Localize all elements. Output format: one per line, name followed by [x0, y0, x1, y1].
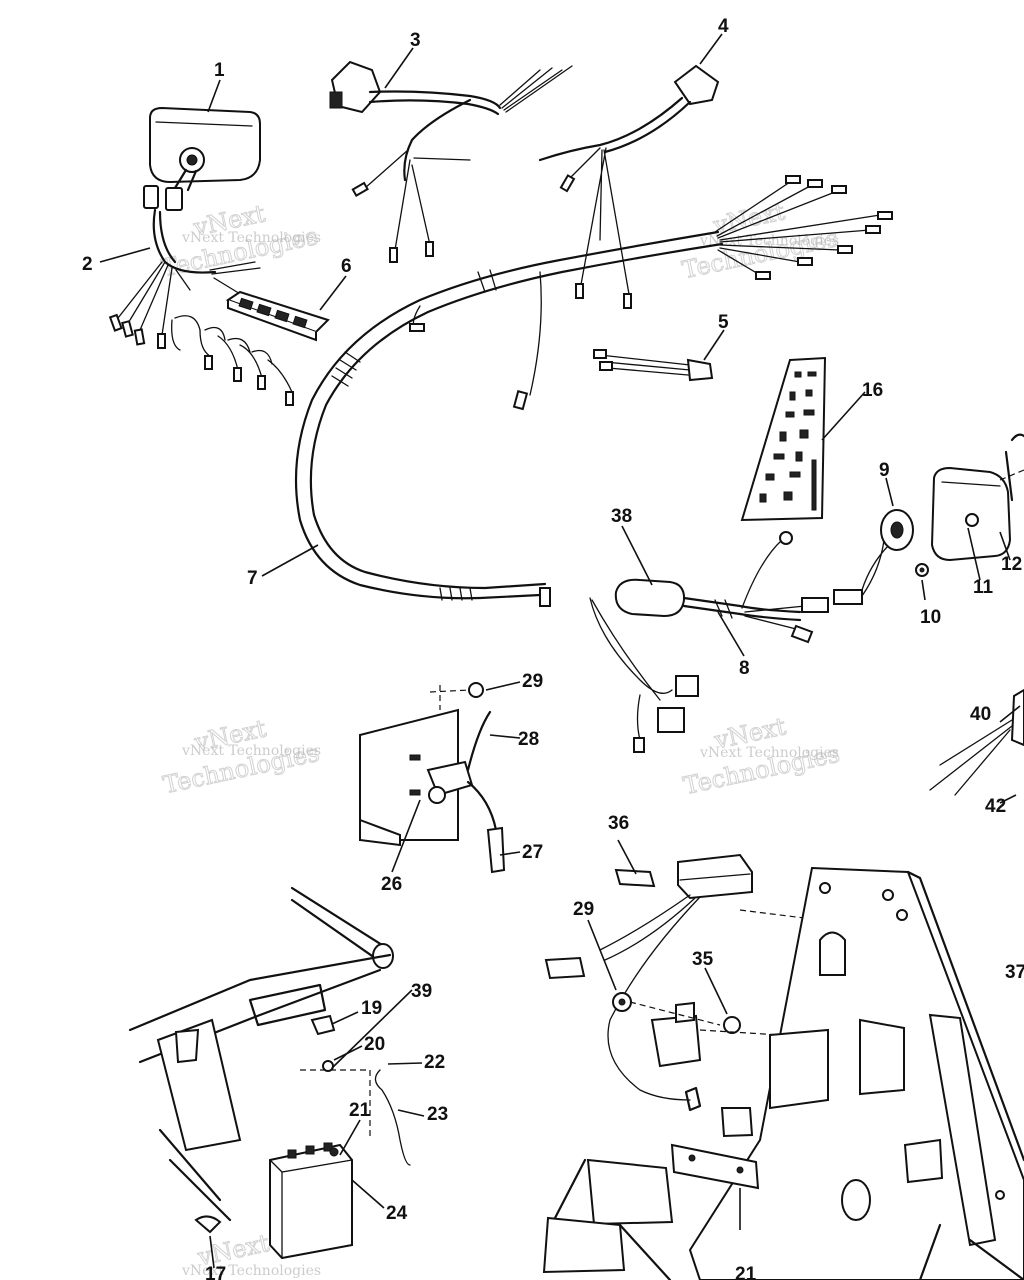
- callout-28: 28: [518, 729, 539, 750]
- callout-4: 4: [718, 16, 729, 37]
- callout-11: 11: [973, 577, 994, 598]
- watermark-small-5: vNext Technologies: [181, 1263, 321, 1279]
- callout-35: 35: [692, 949, 714, 970]
- callout-23: 23: [427, 1104, 448, 1125]
- watermark-small-3: vNext Technologies: [181, 743, 321, 759]
- callout-6: 6: [341, 256, 352, 277]
- part-connector-38: [539, 531, 885, 753]
- part-tail-light-assembly: [861, 433, 1024, 591]
- part-terminal-strip: [225, 290, 330, 342]
- callout-8: 8: [739, 658, 750, 679]
- part-small-switch: [593, 349, 714, 382]
- part-headlight: [143, 106, 261, 211]
- callout-7: 7: [247, 568, 258, 589]
- callout-29-bottom: 29: [573, 899, 594, 920]
- callout-40: 40: [970, 704, 991, 725]
- part-connector-4: [538, 64, 720, 309]
- callout-5: 5: [718, 312, 729, 333]
- callout-labels: 1 2 3 4 5 6 7 8 9 10 11 12 16 17 19 20 2…: [82, 16, 1024, 1280]
- callout-38: 38: [611, 506, 632, 527]
- callout-19: 19: [361, 998, 382, 1019]
- part-switch-40: [929, 688, 1024, 796]
- callout-3: 3: [410, 30, 421, 51]
- callout-26: 26: [381, 874, 402, 895]
- part-battery-frame: [128, 886, 411, 1260]
- callout-17: 17: [205, 1264, 226, 1280]
- callout-12: 12: [1001, 554, 1022, 575]
- watermark-small-1: vNext Technologies: [181, 230, 321, 246]
- part-label-plate: [740, 356, 827, 522]
- callout-9: 9: [879, 460, 890, 481]
- callout-21-bottom: 21: [735, 1264, 757, 1280]
- callout-20: 20: [364, 1034, 385, 1055]
- callout-1: 1: [214, 60, 225, 81]
- callout-24: 24: [386, 1203, 408, 1224]
- callout-22: 22: [424, 1052, 445, 1073]
- label-plate-marks: [759, 371, 817, 511]
- callout-16: 16: [862, 380, 883, 401]
- part-main-harness: [294, 175, 893, 601]
- leader-lines: [99, 33, 1021, 1269]
- callout-2: 2: [82, 254, 93, 275]
- callout-29-top: 29: [522, 671, 543, 692]
- part-bracket-26: [359, 682, 506, 874]
- watermark-small-4: vNext Technologies: [699, 745, 839, 761]
- part-harness-branch: [108, 208, 294, 406]
- callout-10: 10: [920, 607, 941, 628]
- callout-39: 39: [411, 981, 432, 1002]
- part-mounting-frame: [542, 866, 1024, 1280]
- callout-42: 42: [985, 796, 1006, 817]
- callout-21: 21: [349, 1100, 371, 1121]
- callout-37: 37: [1005, 962, 1024, 983]
- callout-27: 27: [522, 842, 543, 863]
- callout-36: 36: [608, 813, 629, 834]
- part-switch: [329, 60, 573, 263]
